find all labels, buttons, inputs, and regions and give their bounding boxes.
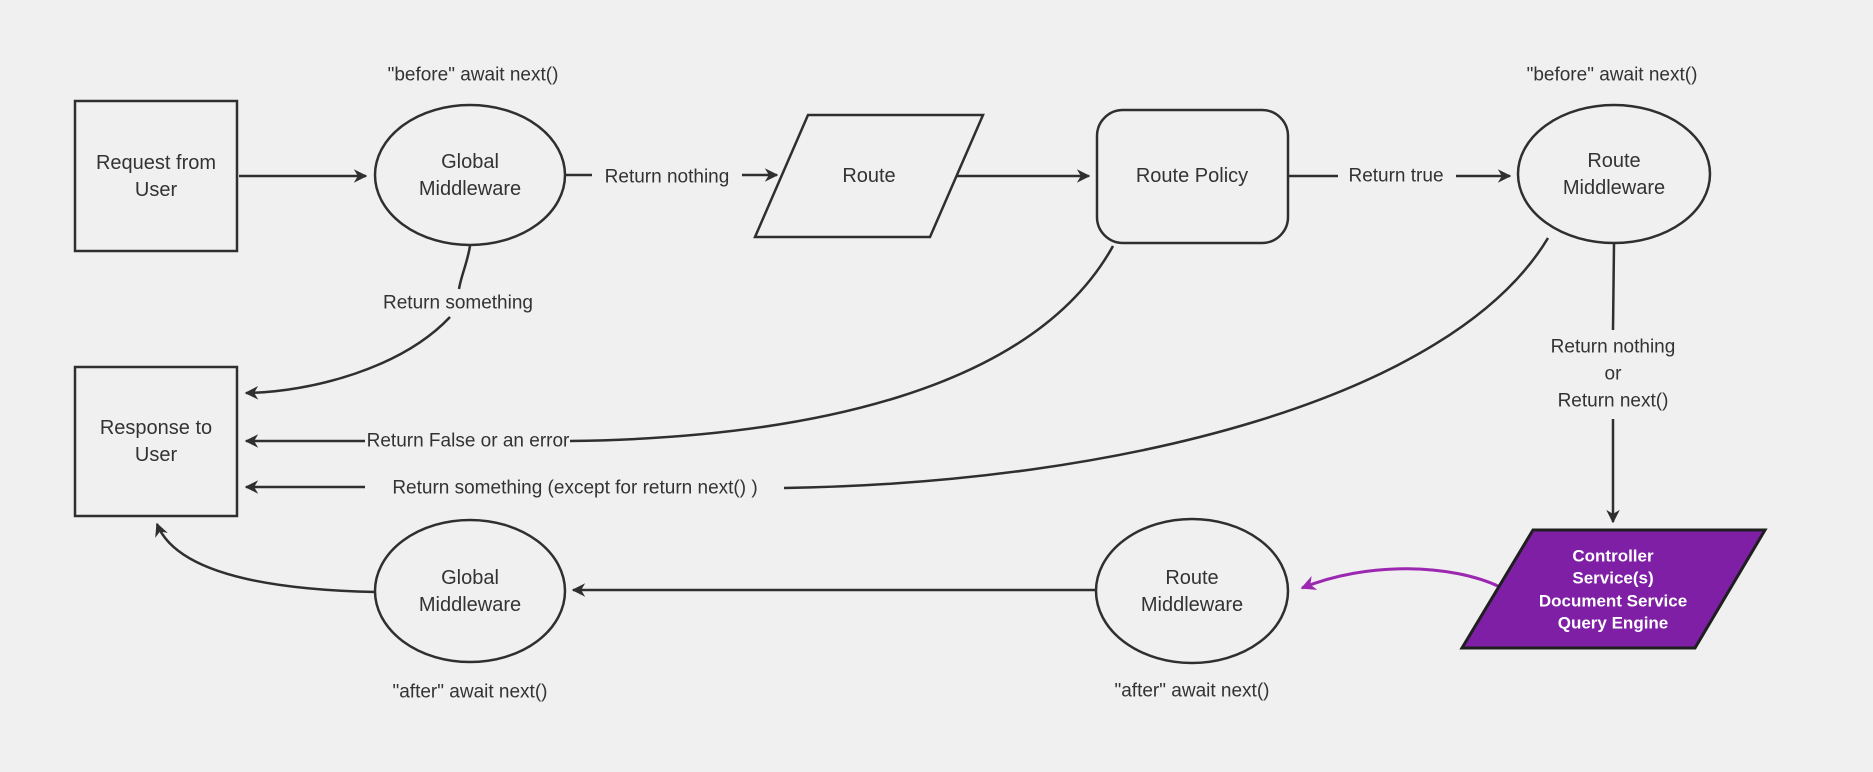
node-request-from-user: Request from User [73,99,239,253]
annotation-before-route-middleware: "before" await next() [1527,65,1698,86]
edge-global-middleware-bottom-to-response [155,522,376,594]
edge-route-middleware-return-something-curve [783,237,1550,490]
node-route: Route [753,113,985,239]
edge-global-middleware-return-something-lower [244,316,451,400]
edge-label-return-something: Return something [383,293,533,314]
node-route-policy: Route Policy [1095,108,1290,245]
request-from-user-label-line1: Request from [96,152,216,174]
controller-label-line2: Service(s) [1572,569,1653,588]
route-middleware-bottom-ellipse [1094,517,1290,665]
edge-label-return-false-or-error: Return False or an error [367,431,570,452]
edge-controller-to-route-middleware-bottom [1300,567,1501,590]
nodes: Request from User Global Middleware Rout… [73,99,1768,665]
edges [155,168,1620,597]
node-route-middleware-top: Route Middleware [1516,103,1712,245]
edge-label-return-true: Return true [1348,166,1443,187]
node-response-to-user: Response to User [73,365,239,518]
node-global-middleware-top: Global Middleware [373,103,567,247]
route-middleware-top-label-line1: Route [1587,150,1640,172]
node-route-middleware-bottom: Route Middleware [1094,517,1290,665]
controller-label-line1: Controller [1572,547,1654,566]
global-middleware-top-label-line1: Global [441,151,499,173]
edge-global-middleware-return-something-upper [457,245,472,290]
global-middleware-bottom-label-line1: Global [441,567,499,589]
route-label: Route [842,165,895,187]
route-policy-box [1095,108,1290,245]
edge-label-return-nothing-or-line3: Return next() [1558,391,1669,412]
global-middleware-bottom-label-line2: Middleware [419,594,521,616]
global-middleware-bottom-ellipse [373,518,567,664]
response-to-user-box [73,365,239,518]
edge-label-return-nothing: Return nothing [605,167,730,188]
global-middleware-top-ellipse [373,103,567,247]
annotation-after-route-middleware: "after" await next() [1115,681,1270,702]
controller-label-line3: Document Service [1539,592,1687,611]
response-to-user-label-line1: Response to [100,417,212,439]
node-controller-services: Controller Service(s) Document Service Q… [1459,528,1768,650]
route-policy-label: Route Policy [1136,165,1248,187]
route-middleware-bottom-label-line2: Middleware [1141,594,1243,616]
controller-services-parallelogram [1459,528,1768,650]
route-parallelogram [753,113,985,239]
controller-label-line4: Query Engine [1558,614,1669,633]
annotation-after-global-middleware: "after" await next() [393,682,548,703]
edge-label-return-something-except: Return something (except for return next… [392,478,757,499]
response-to-user-label-line2: User [135,444,178,466]
annotation-before-global-middleware: "before" await next() [388,65,559,86]
route-middleware-top-label-line2: Middleware [1563,177,1665,199]
request-from-user-box [73,99,239,253]
edge-route-policy-return-false-curve [569,245,1115,443]
request-from-user-label-line2: User [135,179,178,201]
route-middleware-bottom-label-line1: Route [1165,567,1218,589]
global-middleware-top-label-line2: Middleware [419,178,521,200]
annotations: "before" await next() "before" await nex… [388,65,1698,703]
edge-label-return-nothing-or-line2: or [1605,364,1623,385]
route-middleware-top-ellipse [1516,103,1712,245]
node-global-middleware-bottom: Global Middleware [373,518,567,664]
edge-labels: Return nothing Return true Return someth… [367,166,1676,499]
edge-route-middleware-to-controller-upper [1611,243,1616,331]
edge-label-return-nothing-or-line1: Return nothing [1551,337,1676,358]
